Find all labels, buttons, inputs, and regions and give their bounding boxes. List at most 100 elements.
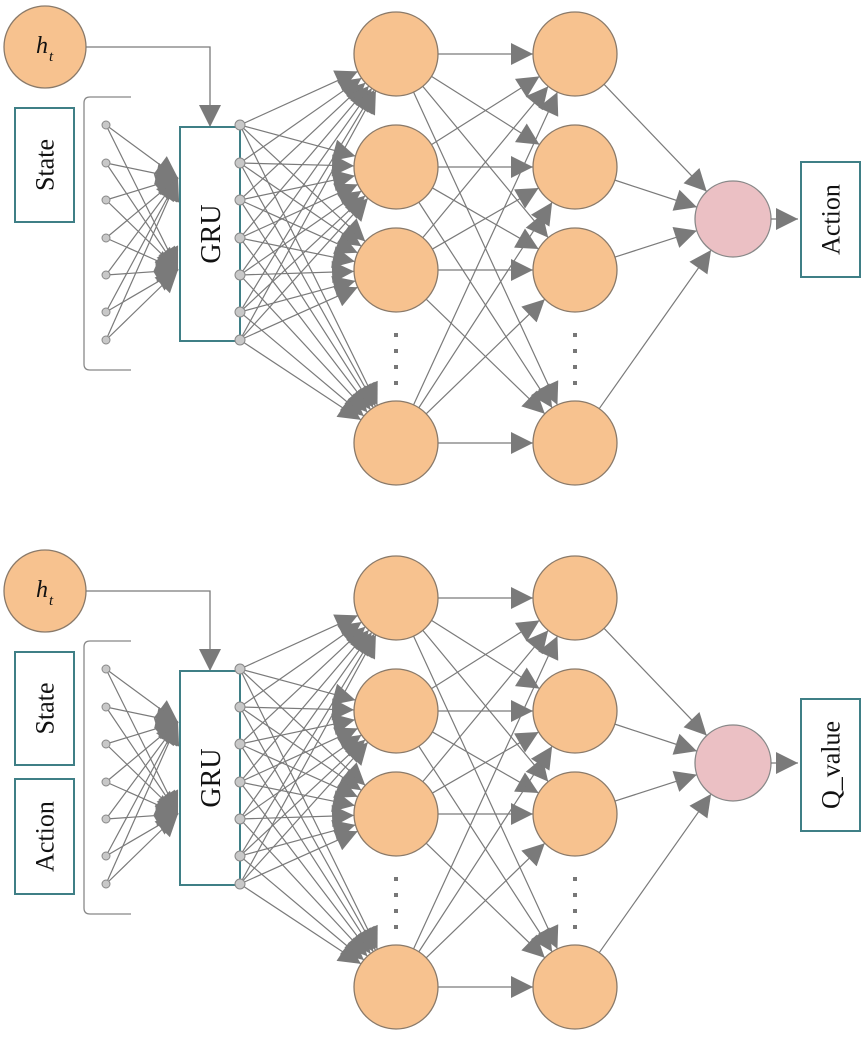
- gru-output-node: [234, 878, 246, 890]
- input-node: [101, 879, 111, 889]
- input-box-label: Action: [31, 801, 60, 872]
- gru-to-layer1-edge: [239, 77, 362, 164]
- layer1-to-layer2-edge: [418, 201, 553, 409]
- ellipsis-dot: [394, 877, 398, 881]
- ellipsis-dot: [394, 909, 398, 913]
- layer1-to-layer2-edge: [432, 187, 539, 250]
- layer1-to-layer2-edge: [425, 298, 546, 415]
- input-bracket: [83, 96, 131, 371]
- layer1-to-layer2-edge: [413, 635, 559, 950]
- ellipsis-dot: [394, 381, 398, 385]
- gru-to-layer1-edge: [239, 237, 355, 268]
- gru-output-node: [234, 776, 246, 788]
- ellipsis-dot: [394, 893, 398, 897]
- gru-to-layer1-edge: [239, 743, 374, 952]
- layer2-to-output-edge: [598, 249, 712, 410]
- gru-to-layer1-edge: [239, 85, 370, 239]
- gru-to-layer1-edge: [239, 741, 369, 885]
- hidden-layer2-node: [532, 400, 618, 486]
- output-box: [800, 161, 861, 278]
- hidden-layer1-node: [353, 555, 439, 641]
- input-edge: [105, 177, 180, 341]
- layer1-to-layer2-edge: [418, 745, 553, 953]
- ellipsis-dot: [394, 365, 398, 369]
- hidden-state-label-sub: t: [49, 593, 54, 609]
- layer2-to-output-edge: [614, 226, 698, 258]
- gru-to-layer1-edge: [239, 631, 373, 820]
- gru-to-layer1-edge: [239, 90, 377, 341]
- gru-output-node: [234, 850, 246, 862]
- input-edge: [105, 804, 179, 827]
- hidden-state-label: ht: [36, 577, 54, 609]
- layer2-to-output-edge: [614, 179, 698, 211]
- gru-to-layer1-edge: [239, 739, 366, 857]
- gru-to-layer1-edge: [239, 614, 359, 670]
- gru-to-layer1-edge: [239, 820, 356, 857]
- gru-output-node: [234, 194, 246, 206]
- input-box-state: [14, 651, 75, 766]
- input-box-label: State: [31, 139, 60, 191]
- gru-to-layer1-edge: [239, 629, 370, 783]
- ellipsis-dot: [573, 909, 577, 913]
- gru-to-layer1-edge: [239, 818, 368, 957]
- input-node: [101, 851, 111, 861]
- gru-to-layer1-edge: [239, 124, 366, 242]
- gru-output-node: [234, 701, 246, 713]
- gru-to-layer1-edge: [239, 706, 377, 951]
- gru-to-layer1-edge: [239, 830, 358, 885]
- gru-to-layer1-edge: [239, 199, 358, 254]
- gru-to-layer1-edge: [239, 276, 356, 313]
- gru-to-layer1-edge: [239, 261, 355, 284]
- gru-to-layer1-edge: [239, 286, 358, 341]
- gru-to-layer1-edge: [239, 668, 356, 705]
- gru-to-layer1-edge: [239, 743, 358, 798]
- hidden-state-label-main: h: [36, 33, 48, 59]
- ellipsis-dot: [573, 349, 577, 353]
- hidden-layer1-node: [353, 400, 439, 486]
- hidden-layer2-node: [532, 124, 618, 210]
- gru-output-node: [234, 269, 246, 281]
- layer1-to-layer2-edge: [431, 75, 540, 146]
- hidden-layer1-node: [353, 11, 439, 97]
- gru-to-layer1-edge: [239, 339, 362, 421]
- hidden-layer2-node: [532, 11, 618, 97]
- gru-output-node: [234, 334, 246, 346]
- ellipsis-dot: [573, 893, 577, 897]
- hidden-layer2-node: [532, 555, 618, 641]
- input-node: [101, 233, 111, 243]
- hidden-layer2-node: [532, 227, 618, 313]
- input-edge: [105, 813, 179, 885]
- gru-to-layer1-edge: [239, 70, 359, 126]
- input-box-state: [14, 107, 75, 223]
- gru-to-layer1-edge: [239, 199, 374, 408]
- output-node: [694, 180, 772, 258]
- input-bracket: [83, 640, 131, 915]
- ellipsis-dot: [394, 925, 398, 929]
- hidden-state-edge: [86, 590, 221, 671]
- gru-to-layer1-edge: [239, 668, 366, 786]
- gru-to-layer1-edge: [239, 195, 366, 313]
- input-node: [101, 158, 111, 168]
- hidden-layer1-node: [353, 771, 439, 857]
- input-node: [101, 664, 111, 674]
- output-box: [800, 698, 861, 832]
- ellipsis-dot: [573, 333, 577, 337]
- gru-output-node: [234, 813, 246, 825]
- gru-to-layer1-edge: [239, 169, 356, 201]
- gru-to-layer1-edge: [239, 805, 355, 828]
- gru-to-layer1-edge: [239, 162, 377, 407]
- input-box-label: State: [31, 683, 60, 735]
- hidden-state-label-sub: t: [49, 49, 54, 65]
- layer1-to-layer2-edge: [422, 629, 549, 783]
- hidden-state-edge: [86, 46, 221, 127]
- gru-to-layer1-edge: [239, 124, 379, 406]
- gru-to-layer1-edge: [239, 621, 362, 708]
- layer1-to-layer2-edge: [422, 85, 549, 239]
- gru-to-layer1-edge: [239, 124, 356, 161]
- gru-output-node: [234, 663, 246, 675]
- output-box-label: Action: [817, 184, 846, 255]
- layer2-to-output-edge: [598, 793, 712, 954]
- ellipsis-dot: [394, 349, 398, 353]
